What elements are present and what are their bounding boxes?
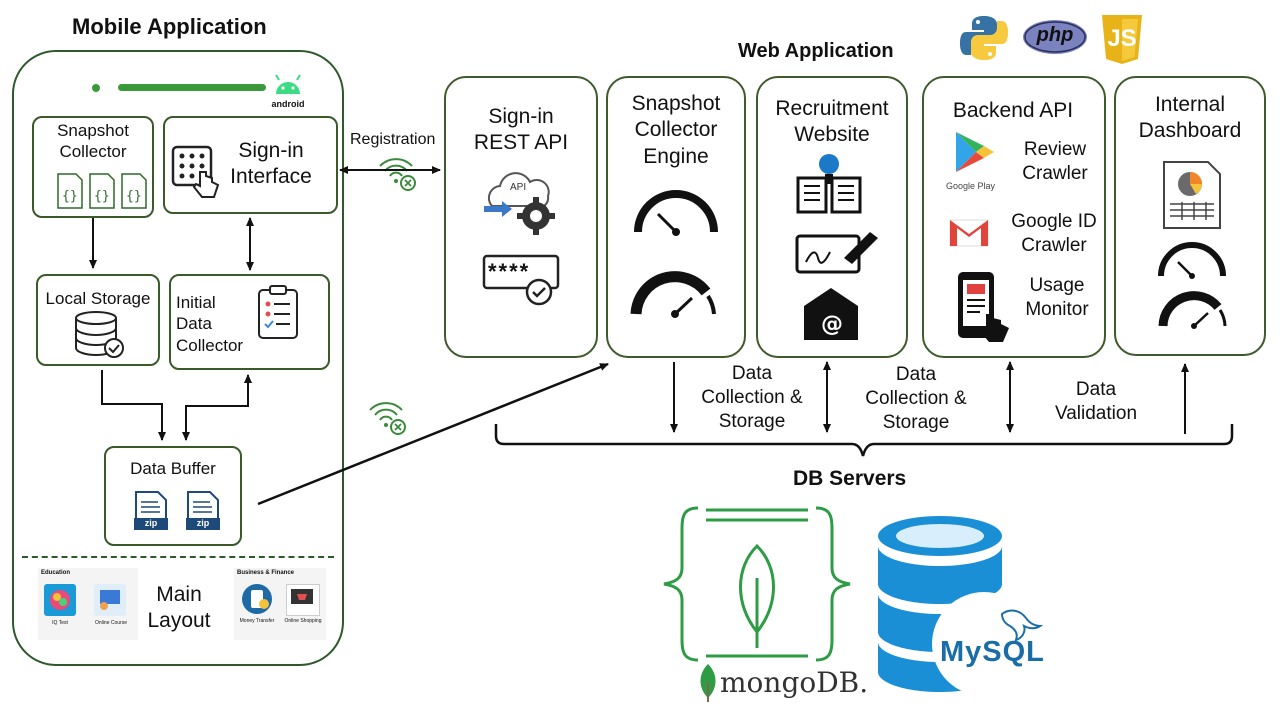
open-book-idea-icon [794, 152, 864, 218]
gauge-low-icon [1156, 242, 1228, 280]
web-title: Web Application [738, 40, 894, 62]
svg-text:{}: {} [126, 189, 142, 204]
zip-file-icon: zip [132, 490, 170, 536]
sign-in-interface-label: Sign-in Interface [230, 139, 312, 189]
python-icon [958, 12, 1010, 64]
svg-text:{}: {} [62, 189, 78, 204]
mongodb-leaf-icon [698, 662, 718, 702]
arrow-buffer-initial-collector [182, 374, 252, 441]
flow-label-collection-2: Data Collection & Storage [865, 364, 967, 433]
online-course-label: Online Course [95, 620, 127, 626]
snapshot-collector-box [32, 116, 154, 218]
local-storage-label: Local Storage [45, 289, 151, 308]
android-label: android [271, 99, 305, 109]
data-buffer-label: Data Buffer [130, 459, 216, 478]
mobile-frame [12, 50, 344, 666]
main-layout-label: Main Layout [147, 583, 211, 633]
api-cloud-gear-icon: API [478, 170, 564, 240]
online-shopping-app-icon [286, 584, 320, 616]
gmail-icon [948, 216, 992, 248]
php-icon: php [1022, 19, 1088, 55]
arrow-local-storage-to-buffer [101, 370, 166, 441]
internal-dashboard-title: Internal Dashboard [1138, 93, 1242, 143]
mongodb-label: mongoDB. [720, 666, 869, 699]
local-storage-box [36, 274, 160, 366]
svg-text:@: @ [821, 312, 843, 337]
zip-label: zip [196, 518, 210, 528]
report-chart-icon [1160, 160, 1224, 230]
snapshot-engine-title: Snapshot Collector Engine [631, 92, 721, 168]
sign-in-rest-api-title: Sign-in REST API [473, 105, 569, 155]
status-bar [118, 84, 266, 91]
usage-monitor-label: Usage Monitor [1025, 275, 1089, 320]
clipboard-checklist-icon [256, 284, 300, 340]
business-label: Business & Finance [237, 570, 295, 576]
google-play-icon: Google Play [944, 128, 1004, 192]
javascript-icon: JS [1100, 13, 1144, 65]
google-id-crawler-label: Google ID Crawler [1011, 211, 1097, 256]
db-brace [494, 424, 1234, 457]
api-badge: API [510, 182, 527, 193]
arrow-buffer-to-snapshot-engine [257, 362, 609, 506]
mongodb-icon [660, 498, 854, 674]
keypad-icon [170, 144, 222, 200]
gauge-low-icon [632, 190, 720, 240]
gauge-high-icon [1158, 290, 1230, 330]
mysql-label: MySQL [940, 636, 1045, 668]
iq-test-app-icon [44, 584, 76, 616]
initial-data-collector-label: Initial Data Collector [176, 293, 244, 355]
backend-api-title: Backend API [952, 99, 1074, 122]
layout-divider [22, 556, 334, 558]
snapshot-collector-label: Snapshot Collector [57, 121, 129, 162]
mysql-icon: MySQL [874, 506, 1054, 696]
php-label: php [1036, 24, 1074, 46]
business-category: Business & Finance Money Transfer Online… [234, 568, 326, 640]
password-field-icon: **** [482, 252, 562, 308]
db-servers-title: DB Servers [793, 467, 907, 490]
password-mask: **** [488, 259, 531, 284]
online-course-app-icon [94, 584, 126, 616]
initial-data-collector-box [169, 274, 330, 370]
wifi-off-icon [368, 396, 412, 436]
zip-label: zip [144, 518, 158, 528]
json-files-icon: {} {} {} [56, 172, 152, 212]
zip-file-icon: zip [184, 490, 222, 536]
iq-test-label: IQ Test [52, 620, 68, 626]
gauge-high-icon [630, 270, 720, 320]
recruitment-website-title: Recruitment Website [775, 97, 889, 147]
android-icon: android [268, 72, 308, 109]
mobile-touch-icon [954, 270, 1018, 344]
money-transfer-label: Money Transfer [239, 618, 275, 624]
js-label: JS [1107, 25, 1137, 52]
database-check-icon [72, 310, 128, 360]
online-shopping-label: Online Shopping [284, 618, 322, 624]
education-category: Education IQ Test Online Course [38, 568, 138, 640]
signature-tablet-icon [794, 228, 880, 276]
flow-label-collection-1: Data Collection & Storage [701, 363, 803, 432]
google-play-label: Google Play [946, 181, 996, 191]
email-envelope-icon: @ [802, 286, 860, 342]
education-label: Education [41, 570, 71, 576]
status-dot [92, 84, 100, 92]
registration-label: Registration [350, 131, 436, 148]
review-crawler-label: Review Crawler [1022, 139, 1088, 184]
flow-label-validation: Data Validation [1054, 379, 1138, 424]
mobile-title: Mobile Application [72, 14, 267, 39]
backend-api-box [922, 76, 1106, 358]
money-transfer-app-icon [242, 584, 272, 614]
svg-text:{}: {} [94, 189, 110, 204]
